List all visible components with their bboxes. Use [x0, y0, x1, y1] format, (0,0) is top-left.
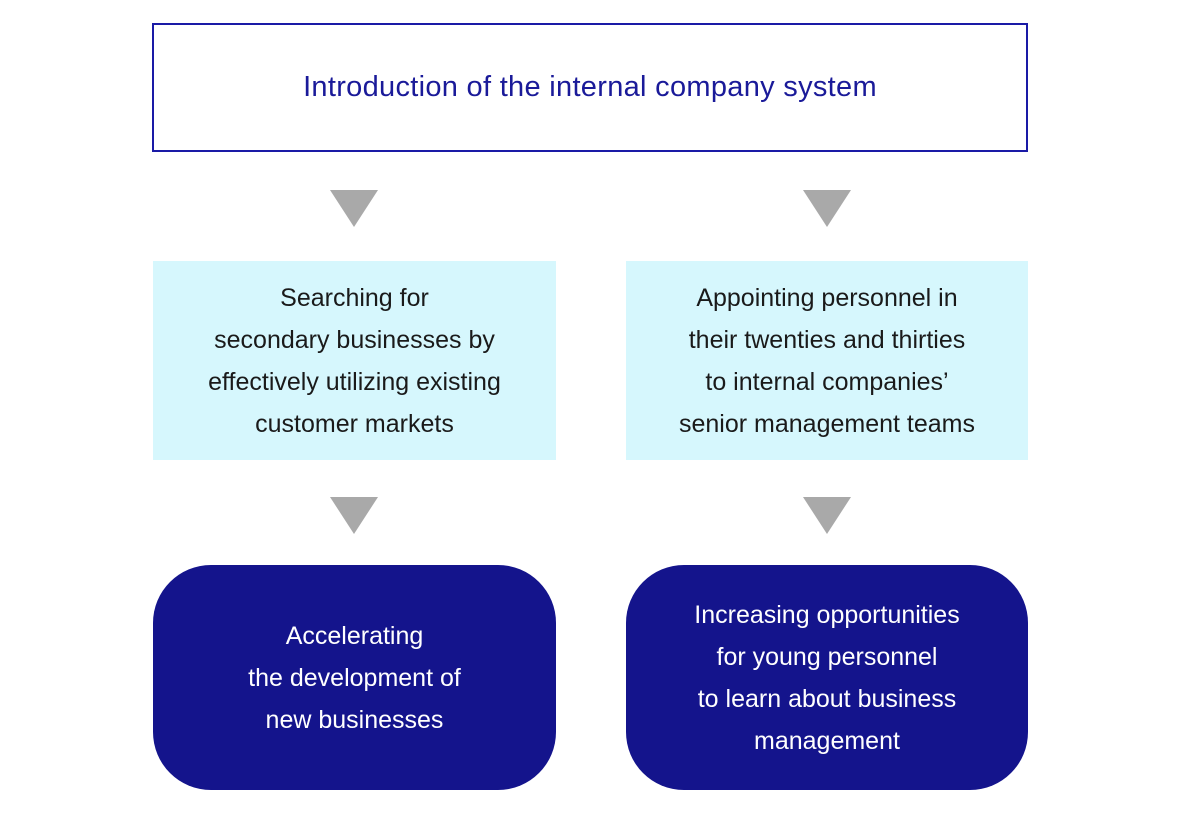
cause-right-text: Appointing personnel in their twenties a…	[679, 283, 975, 438]
result-right-text: Increasing opportunities for young perso…	[694, 600, 960, 755]
cause-box-right: Appointing personnel in their twenties a…	[626, 261, 1028, 460]
title-box: Introduction of the internal company sys…	[152, 23, 1028, 152]
down-arrow-icon	[330, 497, 378, 534]
cause-left-text: Searching for secondary businesses by ef…	[208, 283, 501, 438]
result-left-text: Accelerating the development of new busi…	[248, 621, 461, 734]
down-arrow-icon	[803, 497, 851, 534]
down-arrow-icon	[803, 190, 851, 227]
cause-box-left: Searching for secondary businesses by ef…	[153, 261, 556, 460]
down-arrow-icon	[330, 190, 378, 227]
result-box-left: Accelerating the development of new busi…	[153, 565, 556, 790]
diagram-title: Introduction of the internal company sys…	[303, 71, 877, 103]
result-box-right: Increasing opportunities for young perso…	[626, 565, 1028, 790]
